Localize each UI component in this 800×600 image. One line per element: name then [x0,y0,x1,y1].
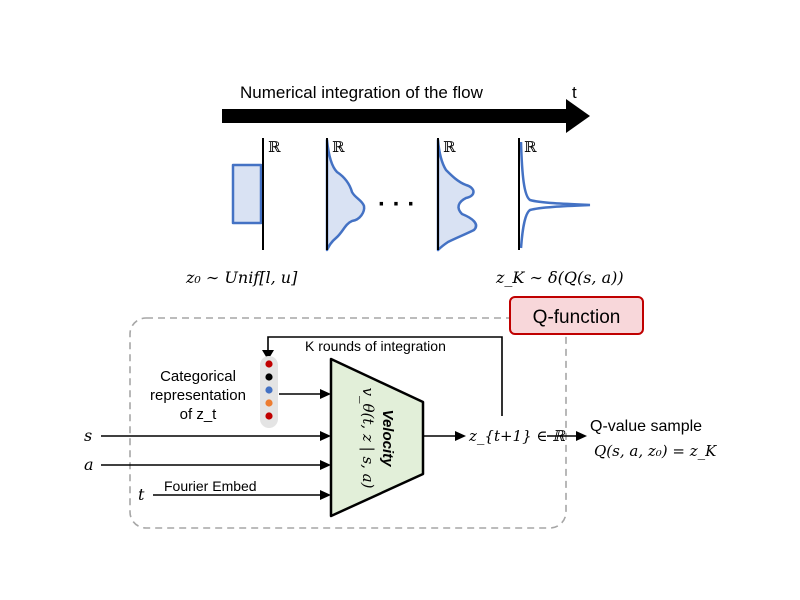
categorical-label-line3: of z_t [180,406,218,423]
velocity-formula: v_θ(t, z | s, a) [359,388,377,489]
q-value-formula: Q(s, a, z₀) = z_K [594,442,717,460]
axis-symbol-2: ℝ [332,140,345,156]
q-function-container [129,317,567,529]
input-a-label: a [84,455,94,474]
q-function-badge-label: Q-function [533,307,621,328]
axis-symbol-4: ℝ [524,140,537,156]
distribution-step-1: ℝ [325,138,366,252]
category-dot [265,412,273,420]
input-t-arrow [153,490,331,500]
ellipsis: · · · [378,191,415,218]
distribution-uniform: ℝ [231,138,281,250]
integration-title: Numerical integration of the flow [240,83,484,102]
input-s-label: s [84,426,92,445]
z0-caption: z₀ ∼ Unif[l, u] [185,268,298,287]
axis-symbol-1: ℝ [268,140,281,156]
integration-loop [262,336,503,416]
category-dot [265,360,273,368]
q-value-arrow [547,431,587,441]
velocity-output-arrow [423,431,466,441]
time-label: t [572,83,577,102]
output-label: z_{t+1} ∈ ℝ [468,427,566,445]
categorical-label-line2: representation [150,387,246,404]
categorical-dots [260,356,278,428]
input-a-arrow [101,460,331,470]
input-s-arrow [101,431,331,441]
distribution-step-k-1: ℝ [436,138,478,252]
categorical-arrow [279,389,331,399]
category-dot [265,373,273,381]
loop-label: K rounds of integration [305,338,446,354]
q-function-badge: Q-function [509,296,644,335]
zK-caption: z_K ∼ δ(Q(s, a)) [495,268,624,287]
q-value-title: Q-value sample [590,418,702,435]
category-dot [265,399,273,407]
time-arrow [222,99,590,133]
axis-symbol-3: ℝ [443,140,456,156]
categorical-label-line1: Categorical [160,368,236,385]
fourier-embed-label: Fourier Embed [164,478,257,494]
velocity-label: Velocity [379,410,396,468]
input-t-label: t [138,485,145,504]
distribution-delta: ℝ [518,138,591,250]
category-dot [265,386,273,394]
velocity-network: Velocity v_θ(t, z | s, a) [329,357,425,518]
